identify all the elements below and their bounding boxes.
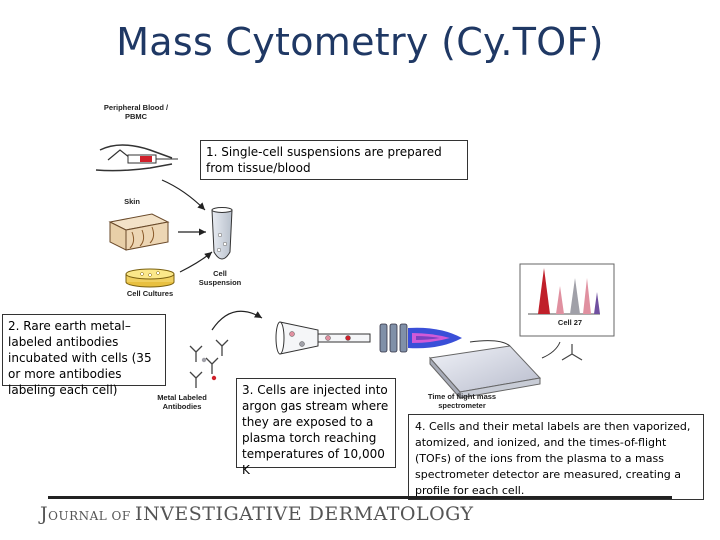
journal-footer: JOURNAL OF INVESTIGATIVE DERMATOLOGY — [40, 503, 474, 525]
cell-culture-dish-icon — [125, 268, 175, 288]
slide-title: Mass Cytometry (Cy.TOF) — [116, 20, 604, 64]
mass-spectrum-peaks — [528, 268, 600, 315]
arm-syringe-icon — [95, 144, 178, 172]
label-cell-cultures: Cell Cultures — [126, 289, 174, 298]
label-cell-27: Cell 27 — [557, 318, 583, 327]
cell-profile-icon — [561, 344, 583, 361]
footer-divider — [48, 496, 672, 499]
step-4-box: 4. Cells and their metal labels are then… — [408, 414, 704, 500]
step-2-box: 2. Rare earth metal–labeled antibodies i… — [2, 314, 166, 397]
antibodies-icon — [189, 339, 229, 388]
label-cell-suspension: Cell Suspension — [198, 269, 242, 287]
label-tof-spectrometer: Time of flight mass spectrometer — [427, 392, 497, 410]
skin-tissue-icon — [108, 213, 170, 251]
label-peripheral-blood: Peripheral Blood / PBMC — [103, 103, 169, 121]
test-tube-icon — [211, 207, 233, 260]
plasma-torch-icon — [379, 323, 462, 353]
step-1-box: 1. Single-cell suspensions are prepared … — [200, 140, 468, 180]
tof-spectrometer-icon — [429, 263, 615, 400]
label-metal-labeled-antibodies: Metal Labeled Antibodies — [157, 393, 207, 411]
label-skin: Skin — [124, 197, 140, 206]
sample-injector-icon — [275, 321, 371, 355]
step-3-box: 3. Cells are injected into argon gas str… — [236, 378, 396, 477]
